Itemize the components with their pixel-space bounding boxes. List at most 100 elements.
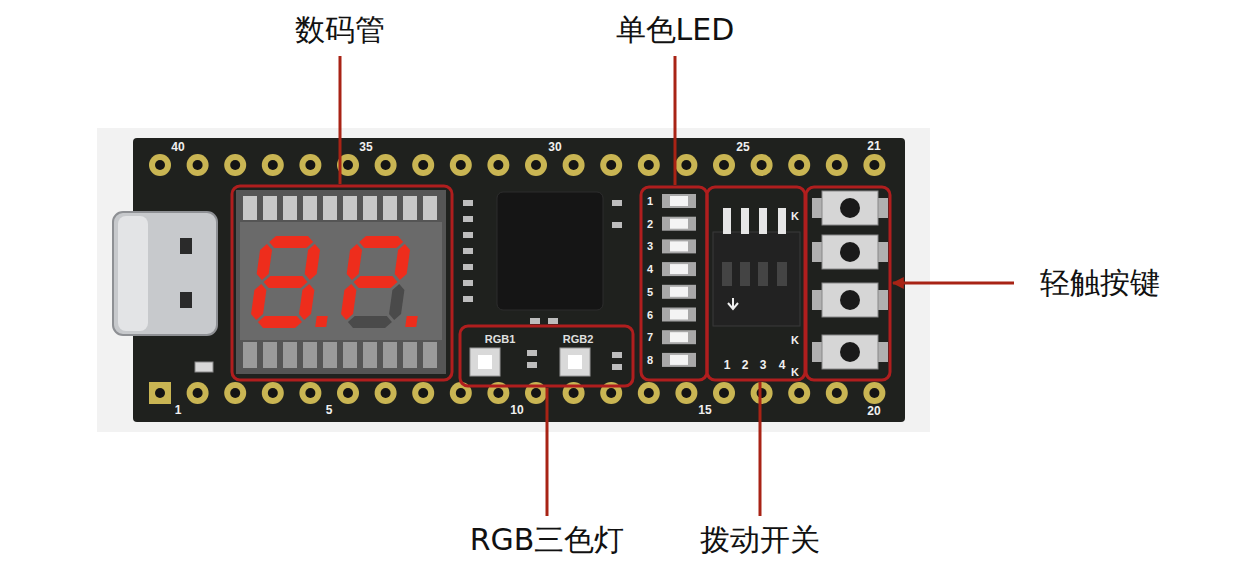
- display-face: [240, 222, 442, 340]
- display-body: [236, 190, 446, 374]
- button: [812, 191, 888, 225]
- pin-pad: [826, 154, 848, 176]
- leader-line: [546, 388, 549, 516]
- pcb-board: [133, 138, 905, 422]
- segment: [353, 276, 399, 288]
- smd-part: [195, 362, 213, 372]
- render-backdrop: [97, 128, 930, 432]
- led-number: 6: [647, 308, 653, 321]
- smd-part: [612, 222, 622, 228]
- rgb-led: [470, 348, 500, 376]
- region-outline: [806, 187, 890, 380]
- leader-arrow: [893, 282, 1014, 285]
- pin-number: 25: [736, 141, 749, 155]
- switch-lever: [723, 208, 731, 234]
- silk-mark: K: [791, 210, 799, 223]
- led: [662, 285, 696, 299]
- smd-part: [463, 216, 473, 222]
- pin-pad: [751, 382, 773, 404]
- arrow-symbol: [728, 298, 738, 309]
- led-number: 4: [647, 263, 653, 276]
- button: [812, 335, 888, 369]
- pin-pad: [713, 154, 735, 176]
- display-pin: [243, 342, 257, 368]
- pin-pad: [638, 382, 660, 404]
- pin-pad: [788, 154, 810, 176]
- smd-part: [527, 350, 537, 356]
- pin-pad: [375, 154, 397, 176]
- segment: [394, 244, 411, 280]
- smd-part: [612, 352, 622, 358]
- switch-lever: [741, 208, 749, 234]
- smd-part: [612, 364, 622, 370]
- pin-pad: [600, 154, 622, 176]
- smd-part: [527, 362, 537, 368]
- led: [662, 194, 696, 208]
- led-number: 5: [647, 285, 653, 298]
- smd-part: [463, 232, 473, 238]
- pin-pad: [262, 154, 284, 176]
- smd-part: [612, 200, 622, 206]
- display-pin: [323, 342, 337, 368]
- pin-number: 5: [326, 404, 333, 418]
- segment: [340, 284, 357, 320]
- pin-pad: [412, 382, 434, 404]
- mcu-chip: [497, 192, 603, 310]
- pin-pad: [337, 382, 359, 404]
- display-pin: [323, 196, 337, 220]
- pin-pad: [525, 154, 547, 176]
- switch-slot: [740, 262, 750, 286]
- pin-pad: [412, 154, 434, 176]
- smd-part: [463, 200, 473, 206]
- led-number: 8: [647, 354, 653, 367]
- usb-c-connector: [113, 212, 217, 335]
- pin-pad: [675, 154, 697, 176]
- pin-pad: [788, 382, 810, 404]
- callout-label: 单色LED: [616, 13, 735, 48]
- region-outline: [232, 186, 452, 380]
- dip-switch: [713, 208, 800, 326]
- single-leds: [662, 194, 696, 367]
- smd-part: [530, 318, 540, 324]
- leader-line: [339, 56, 342, 184]
- usb-slot: [180, 292, 192, 308]
- rgb-led-lens: [478, 355, 492, 369]
- display-pin: [283, 196, 297, 220]
- pin-pad: [751, 154, 773, 176]
- leader-line: [759, 382, 762, 516]
- led-number: 2: [647, 217, 653, 230]
- segment: [298, 284, 315, 320]
- smd-part: [463, 248, 473, 254]
- callout-label: 轻触按键: [1040, 266, 1160, 301]
- segment: [256, 244, 273, 280]
- led: [662, 262, 696, 276]
- region-outline: [707, 187, 805, 380]
- pin-pad: [375, 382, 397, 404]
- smd-part: [548, 318, 558, 324]
- display-pin: [303, 342, 317, 368]
- led: [662, 330, 696, 344]
- pin-number: 10: [510, 404, 523, 418]
- decimal-point: [315, 316, 328, 327]
- part-label: RGB2: [563, 333, 594, 346]
- pin-number: 21: [867, 140, 880, 154]
- switch-number: 1: [724, 359, 731, 373]
- segment: [388, 284, 405, 320]
- led: [662, 217, 696, 231]
- switch-slot: [777, 262, 787, 286]
- smd-part: [463, 264, 473, 270]
- display-pin: [423, 342, 437, 368]
- callout-label: 数码管: [295, 13, 385, 48]
- pin-pad: [224, 154, 246, 176]
- display-pin: [243, 196, 257, 220]
- switch-number: 3: [760, 359, 767, 373]
- pin-number: 15: [698, 404, 711, 418]
- callout-label: 拨动开关: [700, 523, 820, 558]
- segment: [268, 236, 314, 248]
- pin-pad: [863, 382, 885, 404]
- segment: [346, 244, 363, 280]
- seven-segment-digits: [249, 236, 429, 328]
- pin-pad: [675, 382, 697, 404]
- switch-number: 4: [779, 359, 786, 373]
- led: [662, 239, 696, 253]
